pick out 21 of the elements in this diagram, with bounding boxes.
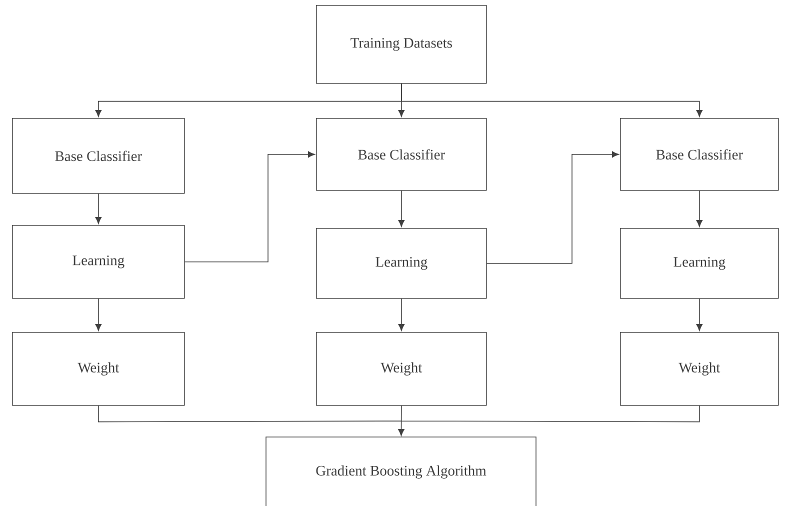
arrow <box>696 298 703 331</box>
arrow <box>398 298 405 331</box>
arrow <box>696 190 703 227</box>
process-box: Base Classifier <box>12 118 185 194</box>
arrow <box>486 151 619 264</box>
process-box: Learning <box>620 228 779 299</box>
process-box: Weight <box>12 332 185 406</box>
process-box: Base Classifier <box>316 118 487 191</box>
arrow <box>401 83 703 117</box>
process-box: Weight <box>620 332 779 406</box>
process-box: Training Datasets <box>316 5 487 84</box>
arrow <box>184 151 315 262</box>
arrow <box>98 405 700 436</box>
arrow <box>95 193 102 224</box>
process-box: Base Classifier <box>620 118 779 191</box>
arrow <box>95 298 102 331</box>
process-box: Learning <box>12 225 185 299</box>
process-box: Weight <box>316 332 487 406</box>
arrow <box>398 190 405 227</box>
process-box: Gradient Boosting Algorithm <box>266 436 536 506</box>
process-box: Learning <box>316 228 487 299</box>
